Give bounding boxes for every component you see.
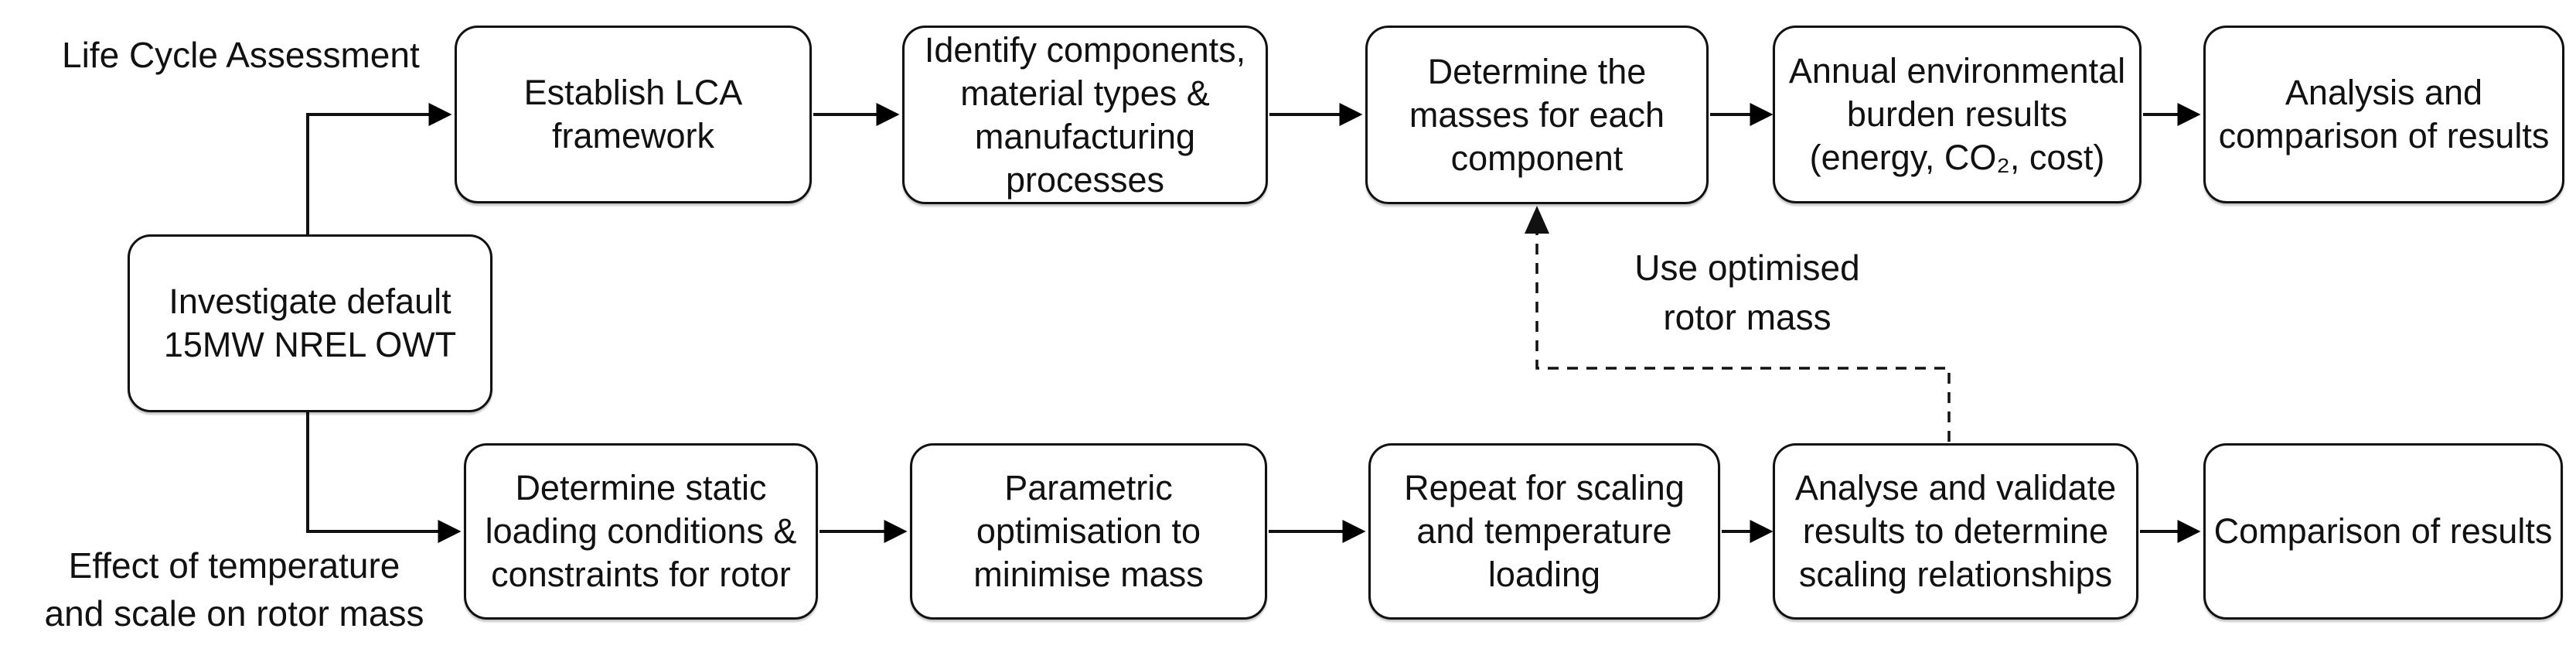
box-determine-masses: Determine the masses for each component (1365, 26, 1709, 204)
box-static-loading-conditions: Determine static loading conditions & co… (464, 443, 818, 620)
box-identify-components-text: Identify components, material types & ma… (924, 29, 1246, 200)
box-comparison-of-results-text: Comparison of results (2213, 511, 2553, 551)
box-analyse-validate-results: Analyse and validate results to determin… (1773, 443, 2138, 620)
box-investigate-default-owt: Investigate default 15MW NREL OWT (128, 234, 492, 412)
box-repeat-scaling-temperature: Repeat for scaling and temperature loadi… (1368, 443, 1720, 620)
box-analyse-validate-results-text: Analyse and validate results to determin… (1794, 468, 2117, 594)
box-establish-lca-framework-text: Establish LCA framework (523, 73, 743, 155)
label-effect-of-temperature: Effect of temperature and scale on rotor… (44, 545, 424, 634)
dashed-feedback-arrowhead (1525, 206, 1549, 234)
box-determine-masses-text: Determine the masses for each component (1409, 51, 1665, 178)
box-parametric-optimisation: Parametric optimisation to minimise mass (910, 443, 1267, 620)
label-use-optimised-rotor-mass: Use optimised rotor mass (1634, 248, 1860, 337)
box-static-loading-conditions-text: Determine static loading conditions & co… (485, 468, 797, 594)
box-establish-lca-framework: Establish LCA framework (455, 26, 812, 203)
box-annual-environmental-burden: Annual environmental burden results (ene… (1773, 26, 2142, 203)
dashed-feedback-line (1535, 234, 1951, 442)
arrow-investigate-to-establish (306, 103, 452, 236)
box-repeat-scaling-temperature-text: Repeat for scaling and temperature loadi… (1404, 468, 1685, 594)
label-life-cycle-assessment: Life Cycle Assessment (62, 35, 420, 75)
box-analysis-and-comparison-text: Analysis and comparison of results (2218, 73, 2550, 155)
box-investigate-default-owt-text: Investigate default 15MW NREL OWT (163, 282, 457, 364)
box-identify-components: Identify components, material types & ma… (902, 26, 1268, 204)
box-comparison-of-results: Comparison of results (2203, 443, 2563, 620)
box-annual-environmental-burden-text: Annual environmental burden results (ene… (1788, 51, 2126, 177)
arrow-investigate-to-static-loading (306, 411, 462, 543)
box-analysis-and-comparison: Analysis and comparison of results (2203, 26, 2564, 203)
box-parametric-optimisation-text: Parametric optimisation to minimise mass (973, 468, 1204, 594)
